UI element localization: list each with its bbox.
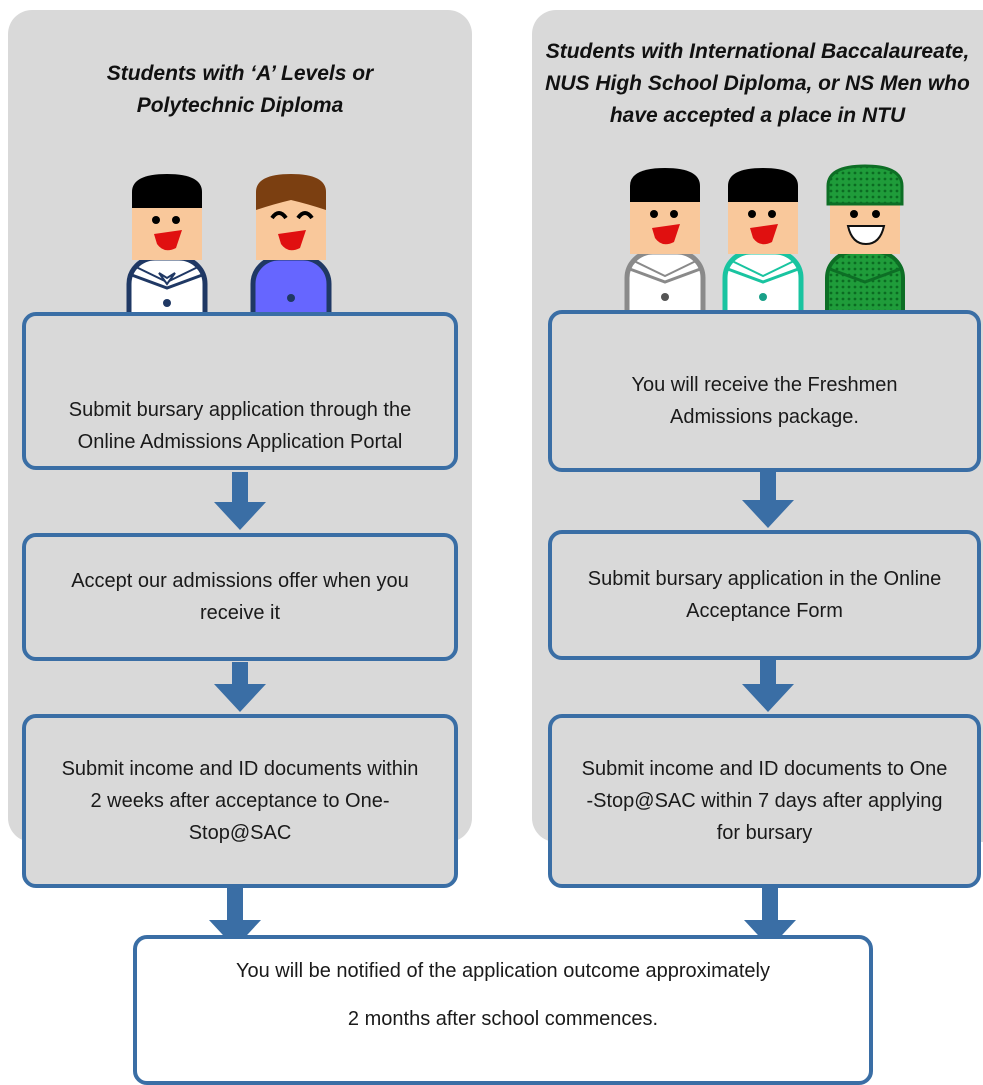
- right-title-line3: have accepted a place in NTU: [609, 104, 906, 127]
- right-title-line1: Students with International Baccalaureat…: [545, 40, 970, 63]
- right-step-3-line2: -Stop@SAC within 7 days after applying: [586, 790, 943, 812]
- left-step-2-line2: receive it: [199, 602, 281, 624]
- arrow-down-icon: [212, 472, 268, 532]
- right-step-1-line2: Admissions package.: [670, 406, 859, 428]
- right-step-3-box: Submit income and ID documents to One -S…: [548, 714, 981, 888]
- arrow-down-icon: [212, 662, 268, 714]
- left-step-3-line3: Stop@SAC: [188, 822, 292, 844]
- arrow-down-icon: [740, 660, 796, 714]
- left-step-1-line1: Submit bursary application through the: [68, 399, 412, 421]
- final-outcome-box: You will be notified of the application …: [133, 935, 873, 1085]
- left-title-line1: Students with ‘A’ Levels or: [106, 62, 374, 85]
- right-step-1-line1: You will receive the Freshmen: [631, 374, 898, 396]
- right-title-line2: NUS High School Diploma, or NS Men who: [545, 72, 970, 95]
- final-line2: 2 months after school commences.: [347, 1008, 659, 1030]
- left-title-line2: Polytechnic Diploma: [136, 94, 344, 117]
- right-step-2-box: Submit bursary application in the Online…: [548, 530, 981, 660]
- right-step-1-box: You will receive the Freshmen Admissions…: [548, 310, 981, 472]
- left-step-2-box: Accept our admissions offer when you rec…: [22, 533, 458, 661]
- final-line1: You will be notified of the application …: [235, 960, 771, 982]
- arrow-down-icon: [207, 888, 263, 950]
- left-step-3-line2: 2 weeks after acceptance to One-: [90, 790, 390, 812]
- left-step-3-line1: Submit income and ID documents within: [61, 758, 419, 780]
- left-step-1-box: Submit bursary application through the O…: [22, 312, 458, 470]
- left-step-3-box: Submit income and ID documents within 2 …: [22, 714, 458, 888]
- arrow-down-icon: [742, 888, 798, 950]
- student-male-icon: [124, 170, 210, 350]
- right-panel-title: Students with International Baccalaureat…: [532, 36, 983, 132]
- right-step-3-line3: for bursary: [716, 822, 813, 844]
- arrow-down-icon: [740, 472, 796, 530]
- right-step-2-line1: Submit bursary application in the Online: [587, 568, 942, 590]
- right-step-2-line2: Acceptance Form: [686, 600, 843, 622]
- right-step-3-line1: Submit income and ID documents to One: [581, 758, 948, 780]
- left-step-1-line2: Online Admissions Application Portal: [77, 431, 403, 453]
- left-panel-title: Students with ‘A’ Levels or Polytechnic …: [8, 58, 472, 122]
- left-step-2-line1: Accept our admissions offer when you: [71, 570, 409, 592]
